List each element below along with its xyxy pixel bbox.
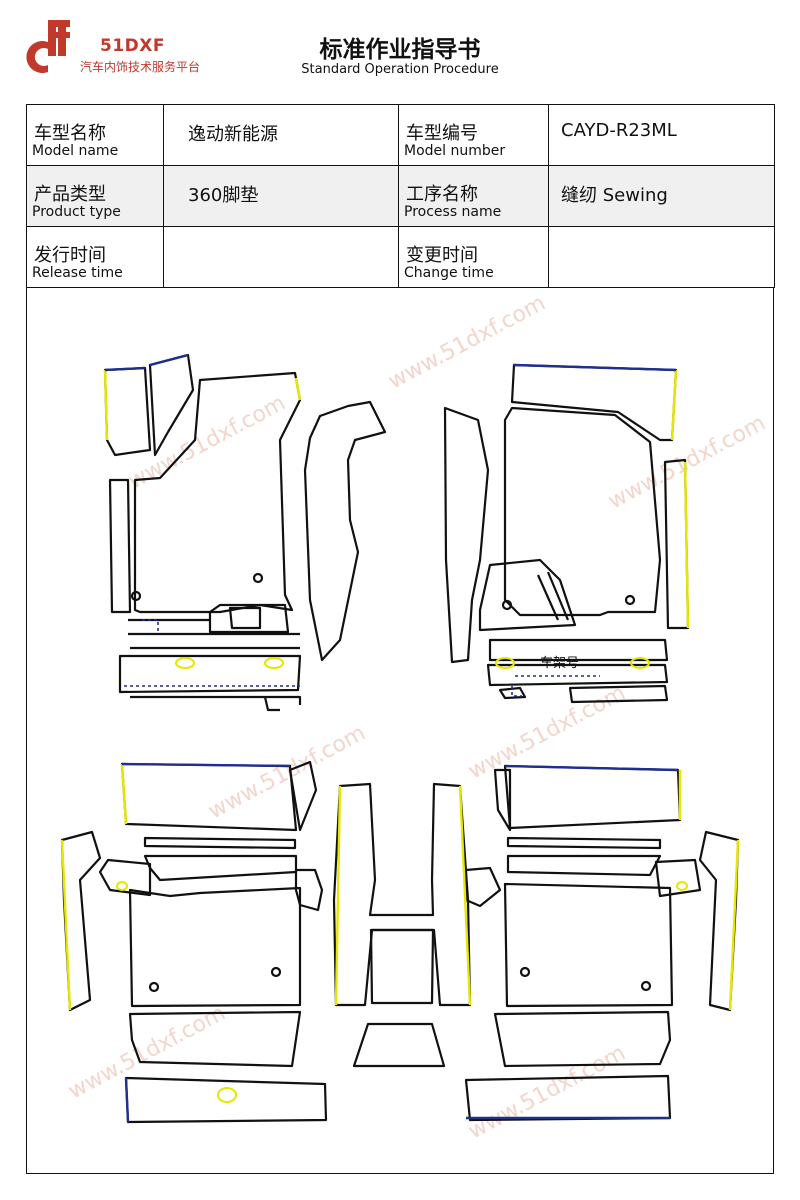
rear-center-mat <box>332 782 472 1068</box>
rear-left-mat <box>60 760 328 1124</box>
model-number-label-zh: 车型编号 <box>406 123 478 144</box>
stitch-marks <box>124 619 600 697</box>
info-table: 车型名称 Model name 逸动新能源 车型编号 Model number … <box>26 104 775 288</box>
rear-right-mat <box>464 764 740 1122</box>
product-type-cell: 360脚垫 <box>163 165 399 227</box>
release-time-label: 发行时间 Release time <box>26 226 164 288</box>
pattern-drawing-area <box>26 288 774 1174</box>
model-number-label-en: Model number <box>404 143 506 159</box>
change-time-cell <box>548 226 775 288</box>
process-name-label-en: Process name <box>404 204 502 220</box>
product-type-value: 360脚垫 <box>188 185 259 206</box>
info-row-time: 发行时间 Release time 变更时间 Change time <box>26 226 775 288</box>
edge-highlights <box>60 353 740 1123</box>
brand-logo: 51DXF 汽车内饰技术服务平台 <box>18 16 258 78</box>
frame-number-label: 车架号 <box>540 656 580 671</box>
info-row-product: 产品类型 Product type 360脚垫 工序名称 Process nam… <box>26 165 775 227</box>
process-name-cell: 缝纫 Sewing <box>548 165 775 227</box>
change-time-label: 变更时间 Change time <box>398 226 549 288</box>
process-name-value: 缝纫 Sewing <box>561 185 668 206</box>
process-name-label: 工序名称 Process name <box>398 165 549 227</box>
release-time-label-en: Release time <box>32 265 123 281</box>
model-name-cell: 逸动新能源 <box>163 104 399 166</box>
release-time-label-zh: 发行时间 <box>34 245 106 266</box>
page-subtitle: Standard Operation Procedure <box>301 62 499 77</box>
front-left-mat <box>103 353 387 712</box>
model-name-label: 车型名称 Model name <box>26 104 164 166</box>
model-number-value: CAYD-R23ML <box>561 120 677 141</box>
info-row-model: 车型名称 Model name 逸动新能源 车型编号 Model number … <box>26 104 775 166</box>
model-name-label-en: Model name <box>32 143 119 159</box>
product-type-label-en: Product type <box>32 204 121 220</box>
page-title: 标准作业指导书 <box>319 37 481 63</box>
model-name-value: 逸动新能源 <box>188 124 278 145</box>
model-number-cell: CAYD-R23ML <box>548 104 775 166</box>
change-time-label-en: Change time <box>404 265 494 281</box>
marker-dots <box>116 657 688 1103</box>
product-type-label-zh: 产品类型 <box>34 184 106 205</box>
release-time-cell <box>163 226 399 288</box>
logo-mark-icon <box>26 20 70 73</box>
product-type-label: 产品类型 Product type <box>26 165 164 227</box>
change-time-label-zh: 变更时间 <box>406 245 478 266</box>
model-name-label-zh: 车型名称 <box>34 123 106 144</box>
process-name-label-zh: 工序名称 <box>406 184 478 205</box>
logo-name: 51DXF <box>100 36 165 56</box>
logo-subtitle: 汽车内饰技术服务平台 <box>80 60 201 74</box>
